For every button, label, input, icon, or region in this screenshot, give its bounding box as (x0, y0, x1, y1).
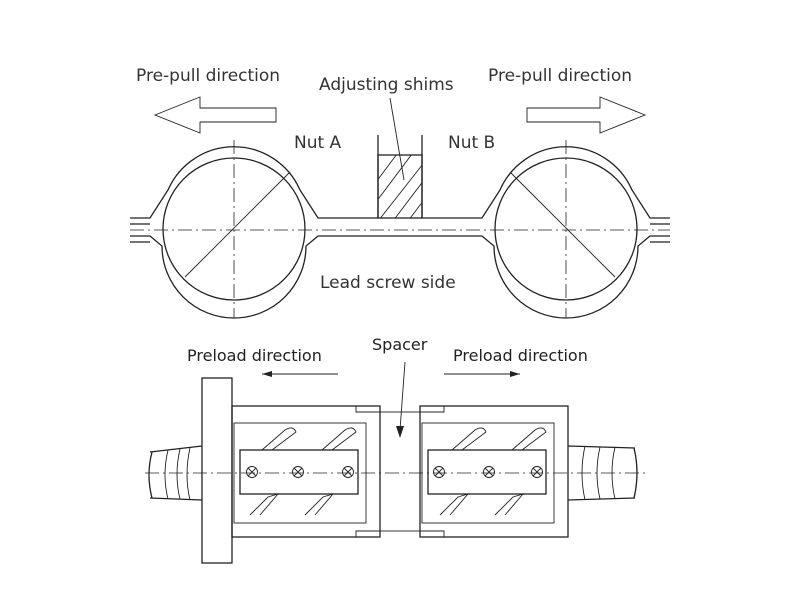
spacer-label: Spacer (372, 335, 428, 354)
pre-pull-left-label: Pre-pull direction (136, 66, 280, 86)
return-tube-b (427, 449, 547, 495)
spacer (379, 411, 421, 532)
return-tube-a (239, 449, 359, 495)
nut-a-label: Nut A (294, 133, 342, 153)
pre-pull-right-arrow-icon (526, 96, 647, 134)
nut-a-profile (130, 135, 379, 219)
contact-line-b (509, 171, 616, 278)
bottom-view: Preload direction Spacer Preload directi… (145, 335, 645, 564)
flange (201, 377, 233, 564)
preload-right-label: Preload direction (453, 346, 588, 365)
adjusting-shims-label: Adjusting shims (319, 75, 454, 95)
pre-pull-right-label: Pre-pull direction (488, 66, 632, 86)
preload-right-arrow-icon (444, 371, 520, 377)
screw-left-end (148, 445, 203, 501)
lead-screw-profile (130, 235, 670, 319)
nut-b-profile (421, 135, 670, 219)
lead-screw-side-label: Lead screw side (320, 273, 456, 293)
contact-line-a (184, 171, 291, 278)
top-view: Pre-pull direction Adjusting shims Pre-p… (130, 66, 670, 319)
pre-pull-left-arrow-icon (153, 96, 277, 134)
ball-grooves (249, 427, 547, 516)
preload-left-label: Preload direction (187, 346, 322, 365)
balls (246, 466, 543, 478)
adjusting-shims (377, 154, 423, 219)
shims-leader-line (389, 97, 405, 181)
preload-left-arrow-icon (262, 371, 338, 377)
nut-b-label: Nut B (448, 133, 495, 153)
